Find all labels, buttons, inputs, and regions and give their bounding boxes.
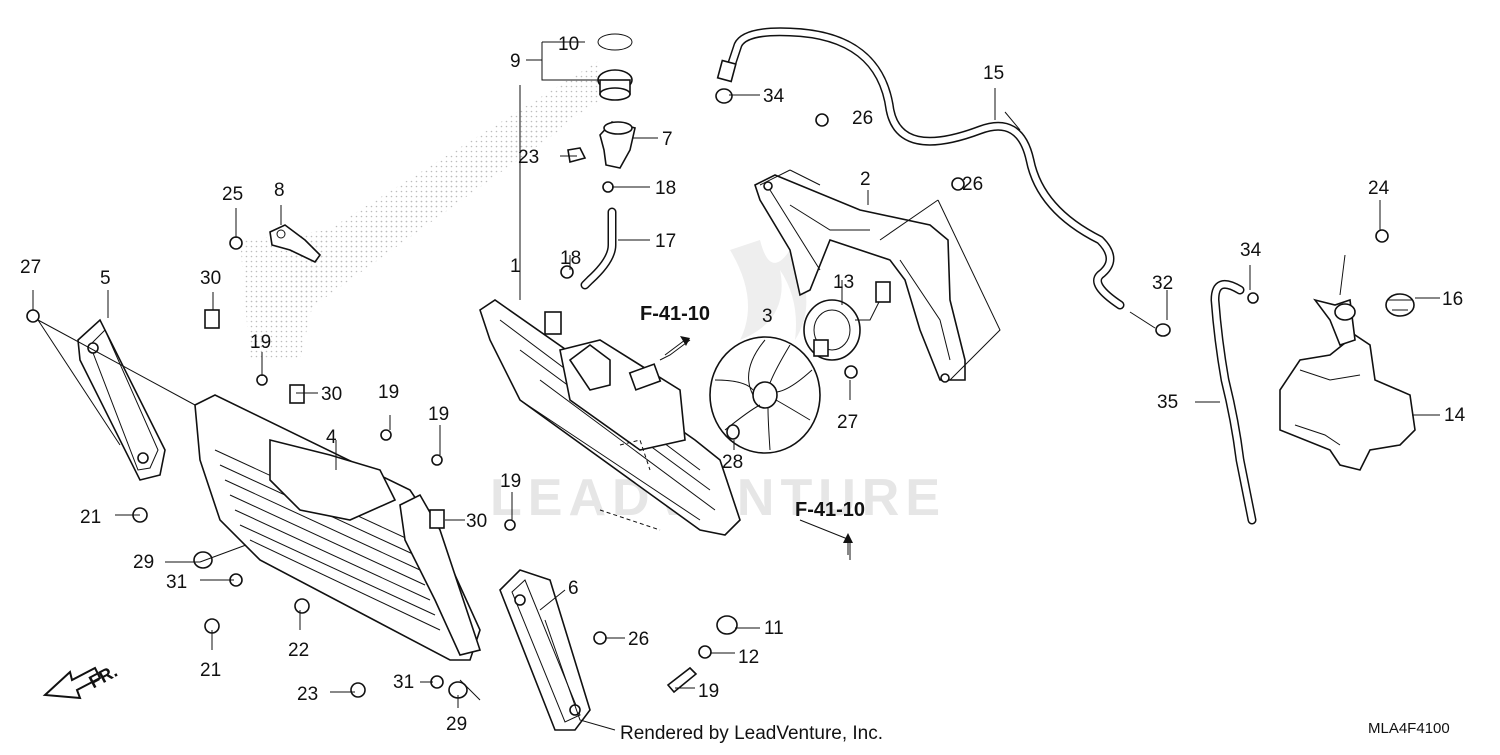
callout-24[interactable]: 25 [222,184,243,205]
callout-15[interactable]: 15 [983,63,1004,84]
reference-label-top[interactable]: F-41-10 [640,303,710,325]
callout-32[interactable]: 32 [1152,273,1173,294]
callout-7[interactable]: 7 [662,129,673,150]
reservoir-part-14[interactable] [1279,298,1416,471]
callout-3[interactable]: 3 [762,306,773,327]
hose-part-35[interactable] [1210,279,1257,525]
callout-29-low[interactable]: 29 [446,714,467,735]
callout-29-left[interactable]: 29 [133,552,154,573]
front-direction-arrow: FR. [42,661,121,700]
shroud-part-2[interactable] [754,174,966,383]
callout-35[interactable]: 35 [1157,392,1178,413]
seal-part-10[interactable] [597,33,633,51]
callout-30-mid[interactable]: 30 [321,384,342,405]
diagram-code: MLA4F4100 [1368,720,1450,737]
hose-part-15[interactable] [716,27,1125,310]
callout-9[interactable]: 9 [510,51,521,72]
callout-33[interactable]: 34 [763,86,785,107]
callout-30-top[interactable]: 30 [200,268,221,289]
callout-19-c[interactable]: 19 [428,404,449,425]
cap-part-16[interactable] [1385,293,1415,317]
hose-part-17[interactable] [580,207,617,290]
radiator-part-1[interactable] [479,299,741,536]
callout-26-low[interactable]: 26 [628,629,649,650]
fan-part-3[interactable] [709,336,821,454]
callout-28[interactable]: 28 [722,452,743,473]
callout-30-low[interactable]: 30 [466,511,487,532]
callout-2[interactable]: 2 [860,169,871,190]
bracket-part-8[interactable] [269,224,322,264]
callout-18-lower[interactable]: 18 [560,248,581,269]
callout-5[interactable]: 5 [100,268,111,289]
credit-text: Rendered by LeadVenture, Inc. [620,723,883,744]
clamp-part-32[interactable] [1155,323,1171,337]
watermark-logo: LEADVENTURE [240,60,940,527]
callout-34[interactable]: 34 [1240,240,1262,261]
clamp-part-33[interactable] [715,88,733,104]
callout-6[interactable]: 6 [568,578,579,599]
cover-part-5[interactable] [77,318,166,481]
callout-11[interactable]: 11 [764,618,784,639]
callout-4[interactable]: 4 [326,427,337,448]
callout-31-left[interactable]: 31 [166,572,187,593]
callout-21-d[interactable]: 23 [297,684,318,705]
callout-19-b[interactable]: 19 [378,382,399,403]
callout-25-a[interactable]: 26 [852,108,873,129]
callout-21-c[interactable]: 22 [288,640,309,661]
callout-16[interactable]: 16 [1442,289,1463,310]
radiator-part-4[interactable] [194,394,482,661]
leader-lines [32,41,1440,731]
cover-part-6[interactable] [499,569,591,731]
callout-10[interactable]: 10 [558,34,579,55]
clamp-part-34[interactable] [1247,292,1259,304]
callout-21-a[interactable]: 21 [80,507,101,528]
callout-26-left[interactable]: 27 [20,257,41,278]
callout-17[interactable]: 17 [655,231,676,252]
callout-1[interactable]: 1 [510,256,521,277]
filler-neck-part-7[interactable] [599,121,636,169]
front-direction-label: FR. [86,661,121,692]
reference-arrows [664,336,853,555]
callout-21-b[interactable]: 21 [200,660,221,681]
callout-22[interactable]: 23 [518,147,539,168]
fasteners[interactable] [26,113,1389,699]
callout-18-top[interactable]: 18 [655,178,676,199]
callout-13[interactable]: 13 [833,272,854,293]
callout-31-low[interactable]: 31 [393,672,414,693]
reference-label-low[interactable]: F-41-10 [795,499,865,521]
callout-12[interactable]: 12 [738,647,759,668]
callout-14[interactable]: 14 [1444,405,1466,426]
motor-part-13[interactable] [803,281,891,361]
callout-labels: 10 9 7 34 23 18 17 18 1 8 25 27 5 30 19 … [20,34,1466,735]
callout-27[interactable]: 27 [837,412,858,433]
callout-19-a[interactable]: 19 [250,332,271,353]
callout-8[interactable]: 8 [274,180,285,201]
callout-20[interactable]: 19 [698,681,719,702]
callout-19-d[interactable]: 19 [500,471,521,492]
callout-25-b[interactable]: 26 [962,174,983,195]
callout-23[interactable]: 24 [1368,178,1390,199]
cap-part-9[interactable] [597,69,633,101]
